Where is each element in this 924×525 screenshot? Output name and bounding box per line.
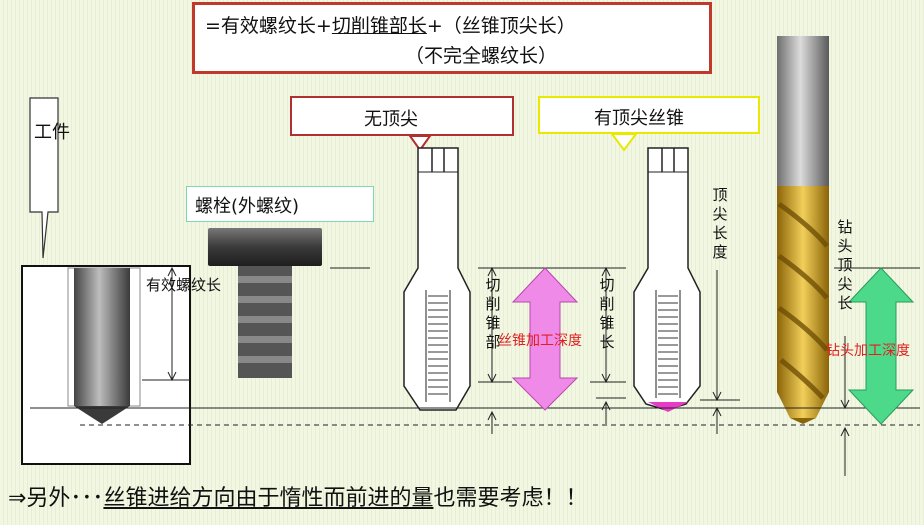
workpiece-callout	[29, 97, 59, 259]
with-tip-callout-pointer	[610, 133, 638, 152]
bolt-threads	[238, 276, 292, 363]
workpiece-label: 工件	[34, 122, 70, 143]
cutting-taper-length-label: 切削锥长	[599, 276, 615, 351]
with-tip-label: 有顶尖丝锥	[594, 108, 684, 129]
workpiece-drill	[74, 268, 130, 406]
bolt-head	[208, 228, 322, 266]
formula-line-1: =有效螺纹长+切削锥部长+（丝锥顶尖长）	[205, 11, 576, 38]
tip-length-label: 顶尖长度	[712, 186, 728, 261]
dimension-arrows	[167, 266, 850, 476]
cutting-taper-part-label: 切削锥部	[485, 276, 501, 351]
tap-no-tip-flutes	[425, 290, 451, 402]
formula-box: =有效螺纹长+切削锥部长+（丝锥顶尖长） （不完全螺纹长）	[192, 2, 712, 74]
tap-with-tip-flutes	[655, 290, 681, 398]
footer-suffix: 也需要考虑！！	[433, 486, 588, 511]
tap-no-tip-threads	[428, 295, 448, 395]
workpiece-drill-tip	[74, 406, 130, 424]
drill-flute-body	[777, 186, 829, 418]
formula-prefix: =有效螺纹长+	[205, 15, 332, 37]
no-tip-callout-pointer	[408, 135, 432, 152]
tap-tip-cone	[648, 402, 688, 412]
footer-underlined: 丝锥进给方向由于惰性而前进的量	[103, 486, 434, 511]
tap-with-tip-threads	[658, 295, 678, 395]
reference-lines	[30, 267, 920, 409]
tap-no-tip-outline	[403, 147, 471, 411]
drill-depth-label: 钻头加工深度	[826, 343, 910, 359]
footer-note: ⇒另外･･･丝锥进给方向由于惰性而前进的量也需要考虑！！	[8, 480, 587, 512]
footer-prefix: ⇒另外･･･	[8, 486, 104, 511]
bolt-callout: 螺栓(外螺纹)	[186, 186, 374, 222]
drill-tip-length-label: 钻头顶尖长	[837, 218, 853, 312]
bolt-label: 螺栓(外螺纹)	[195, 196, 300, 217]
drill-flute-helix	[777, 201, 829, 400]
formula-underlined: 切削锥部长	[331, 15, 427, 37]
tap-with-tip-outline	[633, 147, 701, 411]
formula-suffix: +（丝锥顶尖长）	[426, 15, 576, 37]
drill-shank	[777, 36, 829, 188]
drill-depth-arrow	[847, 267, 915, 425]
effective-thread-length-label: 有效螺纹长	[146, 276, 222, 294]
no-tip-callout: 无顶尖	[290, 96, 514, 136]
no-tip-label: 无顶尖	[364, 109, 418, 130]
with-tip-callout: 有顶尖丝锥	[538, 96, 760, 134]
drill-point	[790, 418, 816, 424]
tap-depth-arrow	[511, 267, 579, 411]
formula-line-2: （不完全螺纹长）	[405, 45, 558, 67]
tap-depth-label: 丝锥加工深度	[498, 333, 582, 349]
